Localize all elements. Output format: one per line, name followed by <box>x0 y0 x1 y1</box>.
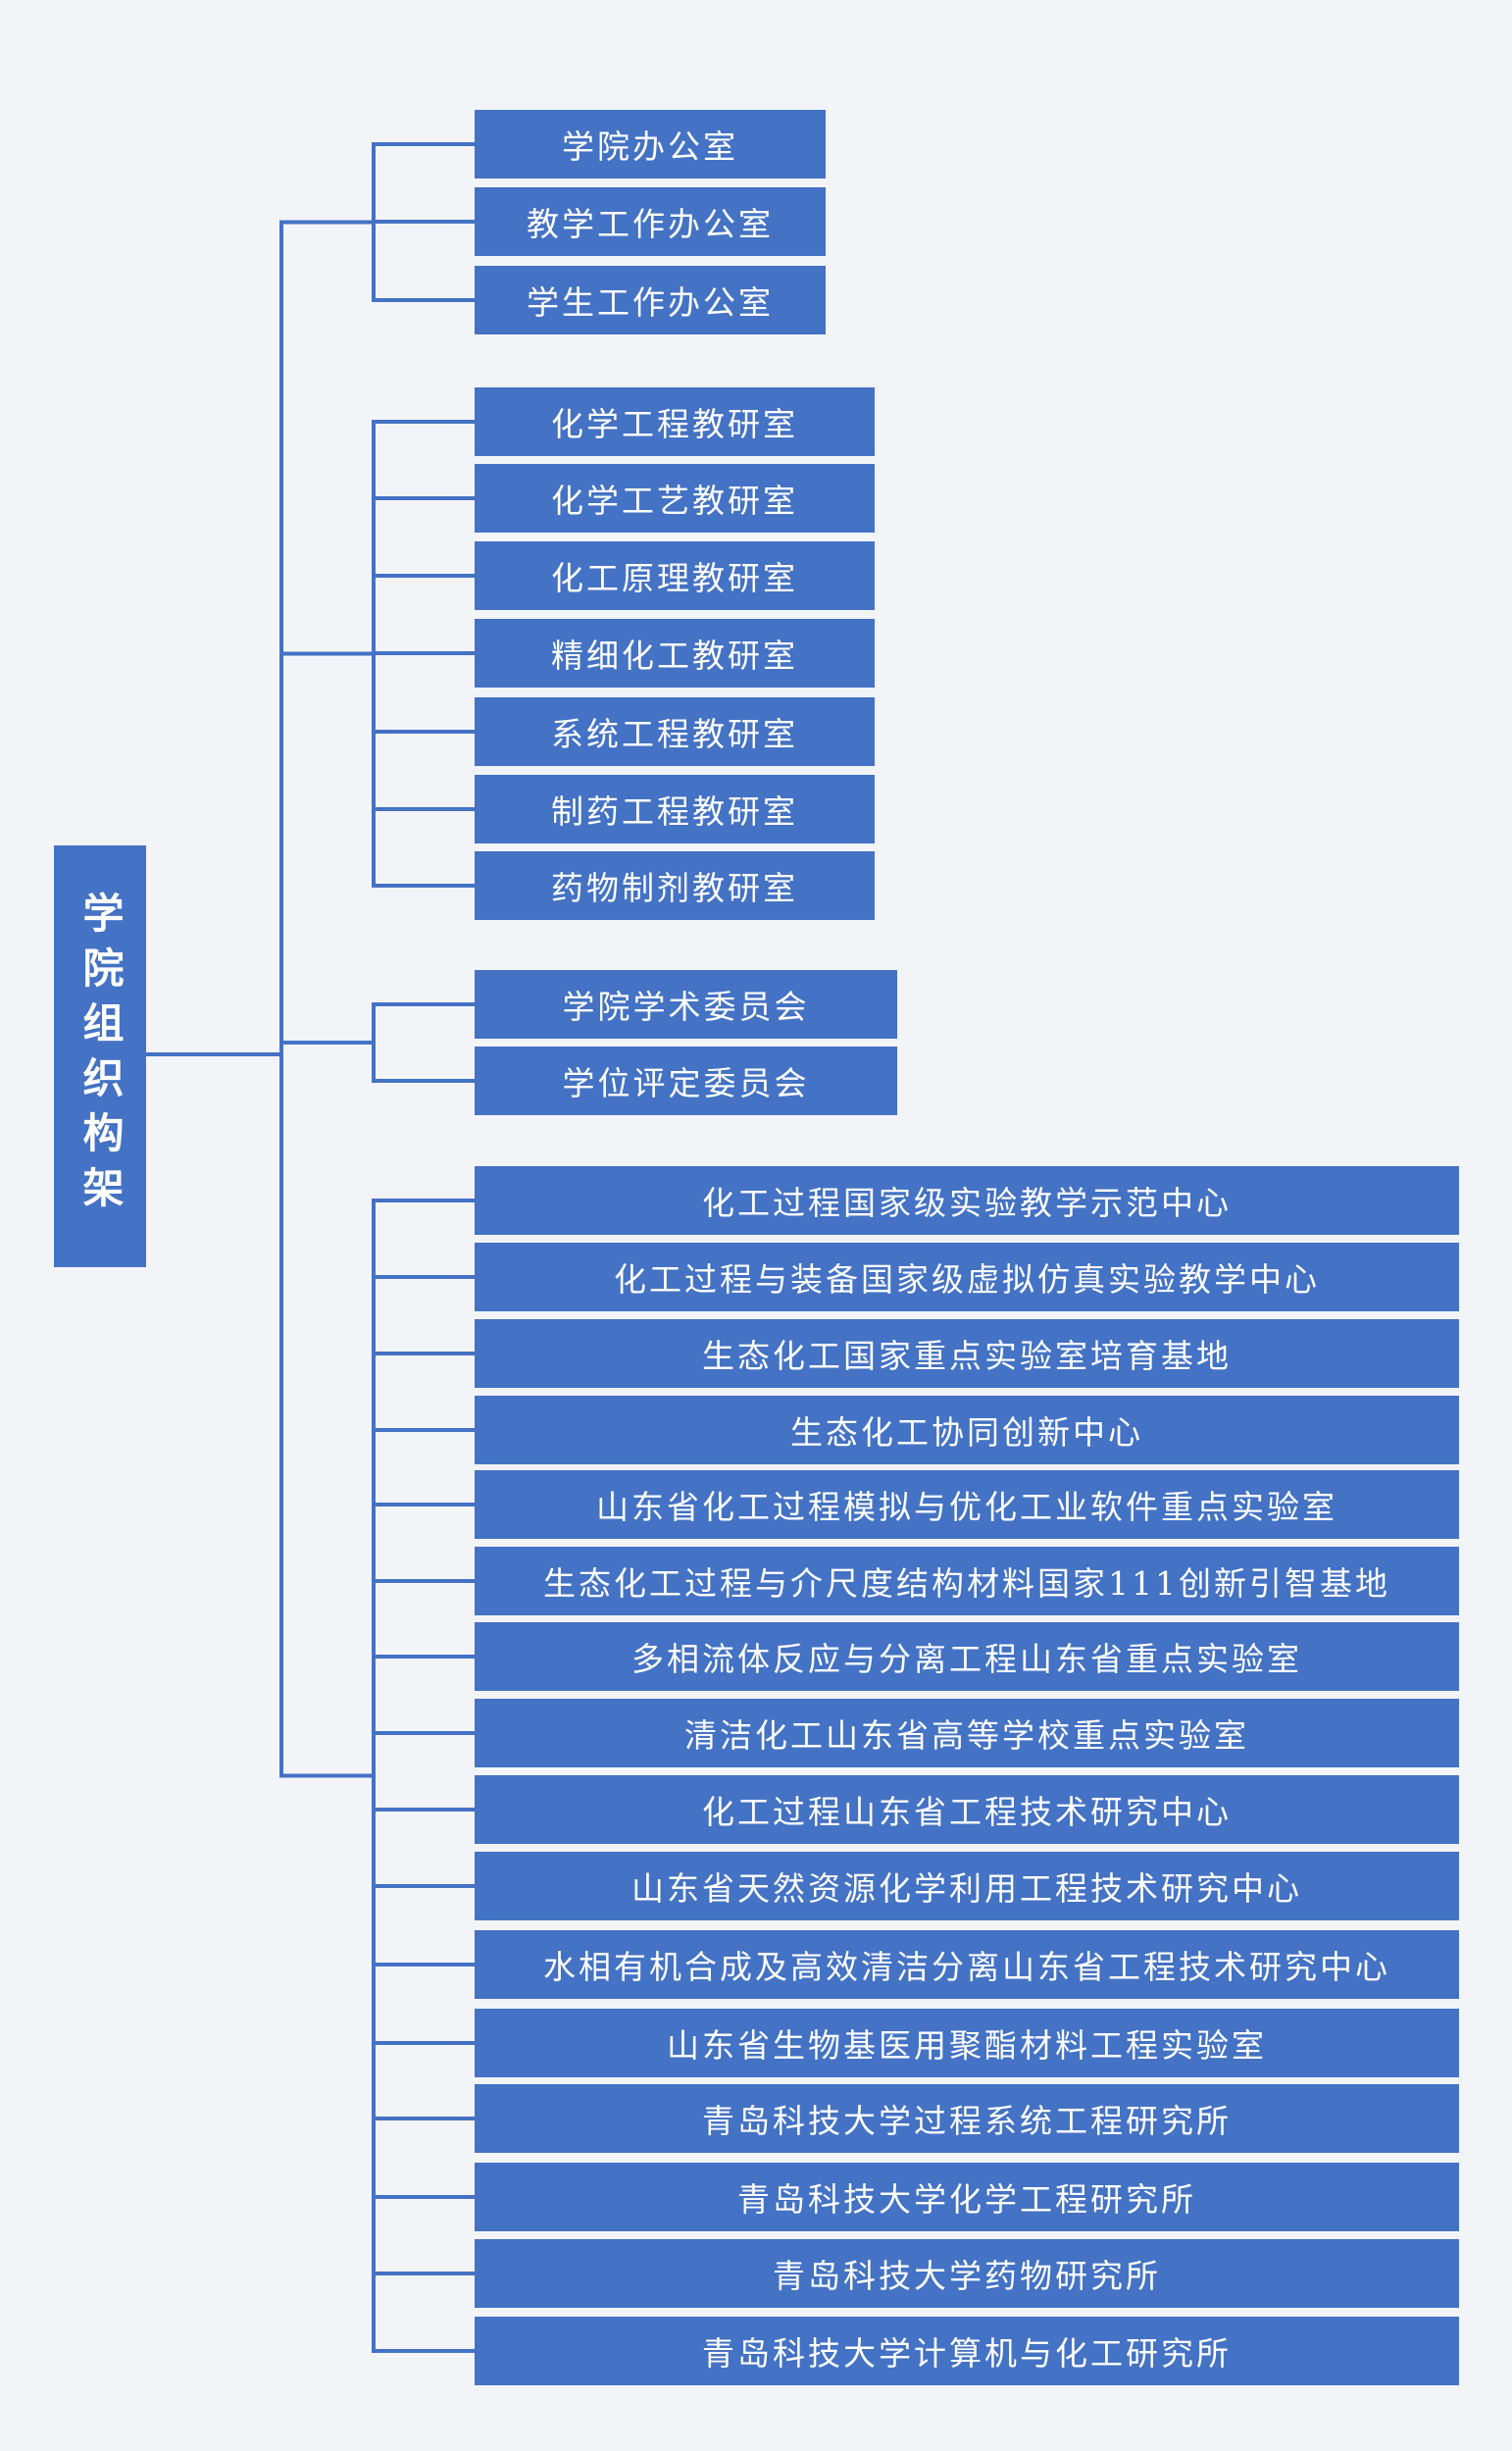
root-label: 学院组织构架 <box>76 892 125 1221</box>
node-box: 山东省生物基医用聚酯材料工程实验室 <box>475 2009 1459 2077</box>
node-box: 青岛科技大学药物研究所 <box>475 2239 1459 2308</box>
node-box: 化学工程教研室 <box>475 387 875 456</box>
node-box: 教学工作办公室 <box>475 187 826 256</box>
node-box: 化工过程与装备国家级虚拟仿真实验教学中心 <box>475 1243 1459 1311</box>
node-box: 制药工程教研室 <box>475 775 875 843</box>
node-box: 精细化工教研室 <box>475 619 875 688</box>
node-box: 化工过程山东省工程技术研究中心 <box>475 1775 1459 1844</box>
node-box: 多相流体反应与分离工程山东省重点实验室 <box>475 1622 1459 1691</box>
node-box: 系统工程教研室 <box>475 697 875 766</box>
node-box: 化工过程国家级实验教学示范中心 <box>475 1166 1459 1235</box>
node-box: 化学工艺教研室 <box>475 464 875 533</box>
node-box: 山东省天然资源化学利用工程技术研究中心 <box>475 1852 1459 1920</box>
node-box: 生态化工国家重点实验室培育基地 <box>475 1319 1459 1388</box>
node-box: 清洁化工山东省高等学校重点实验室 <box>475 1699 1459 1767</box>
node-box: 生态化工协同创新中心 <box>475 1396 1459 1464</box>
root-node: 学院组织构架 <box>54 845 146 1267</box>
node-box: 青岛科技大学计算机与化工研究所 <box>475 2317 1459 2385</box>
node-box: 学院办公室 <box>475 110 826 179</box>
node-box: 生态化工过程与介尺度结构材料国家111创新引智基地 <box>475 1547 1459 1615</box>
node-box: 山东省化工过程模拟与优化工业软件重点实验室 <box>475 1470 1459 1539</box>
node-box: 药物制剂教研室 <box>475 851 875 920</box>
node-box: 化工原理教研室 <box>475 541 875 610</box>
node-box: 青岛科技大学化学工程研究所 <box>475 2163 1459 2231</box>
node-box: 学院学术委员会 <box>475 970 897 1039</box>
node-box: 青岛科技大学过程系统工程研究所 <box>475 2084 1459 2153</box>
node-box: 水相有机合成及高效清洁分离山东省工程技术研究中心 <box>475 1930 1459 1999</box>
node-box: 学生工作办公室 <box>475 266 826 334</box>
node-box: 学位评定委员会 <box>475 1047 897 1115</box>
